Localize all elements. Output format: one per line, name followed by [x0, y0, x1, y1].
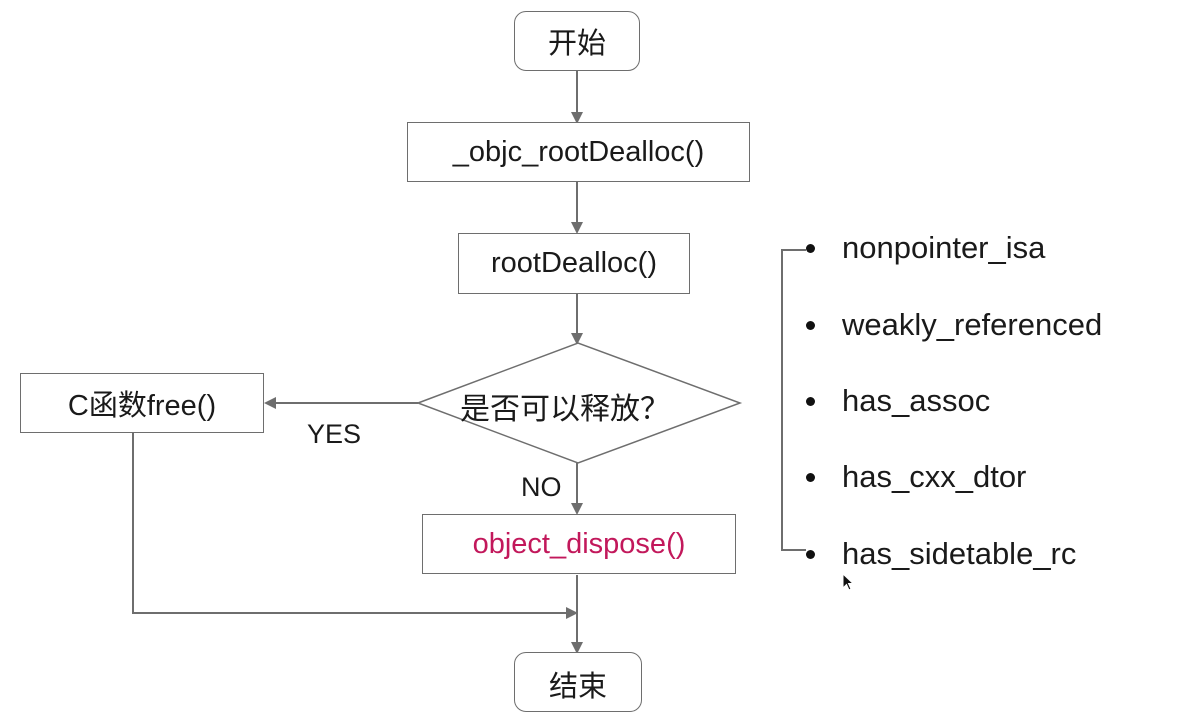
object-dispose-label: object_dispose()	[472, 527, 686, 560]
condition-item: has_cxx_dtor	[806, 455, 1026, 499]
mouse-cursor-icon	[842, 573, 855, 591]
condition-label: nonpointer_isa	[842, 230, 1046, 265]
condition-item: nonpointer_isa	[806, 226, 1045, 270]
condition-label: has_cxx_dtor	[842, 459, 1027, 494]
root-dealloc-node: rootDealloc()	[458, 233, 690, 294]
condition-label: weakly_referenced	[842, 307, 1103, 342]
end-node: 结束	[514, 652, 642, 712]
condition-item: weakly_referenced	[806, 303, 1102, 347]
yes-label: YES	[307, 419, 362, 449]
decision-label: 是否可以释放？	[460, 393, 670, 426]
objc-root-dealloc-label: _objc_rootDealloc()	[452, 135, 705, 168]
decision-diamond	[415, 342, 743, 464]
objc-root-dealloc-node: _objc_rootDealloc()	[407, 122, 750, 182]
root-dealloc-label: rootDealloc()	[491, 247, 657, 279]
free-label: C函数free()	[67, 390, 217, 422]
free-node: C函数free()	[20, 373, 264, 433]
bullet-icon	[806, 243, 815, 253]
connector-layer	[132, 71, 806, 654]
arrow-free-to-merge	[132, 433, 578, 619]
bullet-icon	[806, 549, 815, 559]
conditions-bracket	[781, 249, 806, 551]
bullet-icon	[806, 320, 815, 330]
no-label: NO	[521, 472, 562, 502]
condition-label: has_assoc	[842, 383, 991, 418]
bullet-icon	[806, 396, 815, 406]
start-node: 开始	[514, 11, 640, 71]
condition-item: has_assoc	[806, 379, 990, 423]
bullet-icon	[806, 472, 815, 482]
condition-item: has_sidetable_rc	[806, 532, 1076, 576]
condition-label: has_sidetable_rc	[842, 536, 1077, 571]
end-label: 结束	[548, 671, 607, 703]
object-dispose-node: object_dispose()	[422, 514, 736, 574]
start-label: 开始	[547, 28, 606, 60]
